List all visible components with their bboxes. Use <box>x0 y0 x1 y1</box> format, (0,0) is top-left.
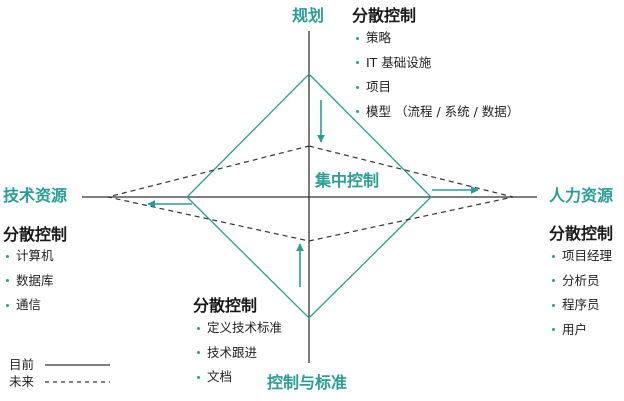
bullet-icon <box>356 85 359 89</box>
bullet-icon <box>552 279 555 283</box>
future-diamond <box>107 145 514 242</box>
bullet-icon <box>6 303 9 307</box>
list-item: 项目 <box>356 75 519 100</box>
list-item: 通信 <box>6 293 54 318</box>
group-list-right: 项目经理 分析员 程序员 用户 <box>552 244 612 342</box>
list-item: IT 基础设施 <box>356 51 519 76</box>
bullet-icon <box>197 375 200 379</box>
list-item: 用户 <box>552 318 612 343</box>
axis-label-left: 技术资源 <box>3 186 68 205</box>
list-item: 文档 <box>197 365 282 390</box>
current-diamond <box>186 73 432 319</box>
list-item: 程序员 <box>552 293 612 318</box>
legend-label-future: 未来 <box>9 374 35 389</box>
bullet-icon <box>6 254 9 258</box>
group-title-bottom: 分散控制 <box>193 296 258 315</box>
axis-label-bottom: 控制与标准 <box>267 373 348 392</box>
list-item: 项目经理 <box>552 244 612 269</box>
list-item: 分析员 <box>552 269 612 294</box>
group-title-right: 分散控制 <box>549 224 614 243</box>
list-item: 模型 （流程 / 系统 / 数据） <box>356 100 519 125</box>
bullet-icon <box>356 110 359 114</box>
bullet-icon <box>6 279 9 283</box>
list-item: 数据库 <box>6 269 54 294</box>
group-list-left: 计算机 数据库 通信 <box>6 244 54 318</box>
bullet-icon <box>552 328 555 332</box>
axis-label-right: 人力资源 <box>549 186 614 205</box>
legend-label-current: 目前 <box>9 357 35 372</box>
list-item: 计算机 <box>6 244 54 269</box>
bullet-icon <box>356 36 359 40</box>
bullet-icon <box>197 326 200 330</box>
center-label: 集中控制 <box>315 171 380 190</box>
group-list-top: 策略 IT 基础设施 项目 模型 （流程 / 系统 / 数据） <box>356 26 519 124</box>
bullet-icon <box>552 254 555 258</box>
group-list-bottom: 定义技术标准 技术跟进 文档 <box>197 316 282 390</box>
group-title-left: 分散控制 <box>3 225 68 244</box>
group-title-top: 分散控制 <box>352 6 417 25</box>
axis-label-top: 规划 <box>292 6 325 25</box>
list-item: 技术跟进 <box>197 341 282 366</box>
bullet-icon <box>197 351 200 355</box>
list-item: 定义技术标准 <box>197 316 282 341</box>
bullet-icon <box>356 61 359 65</box>
list-item: 策略 <box>356 26 519 51</box>
bullet-icon <box>552 303 555 307</box>
